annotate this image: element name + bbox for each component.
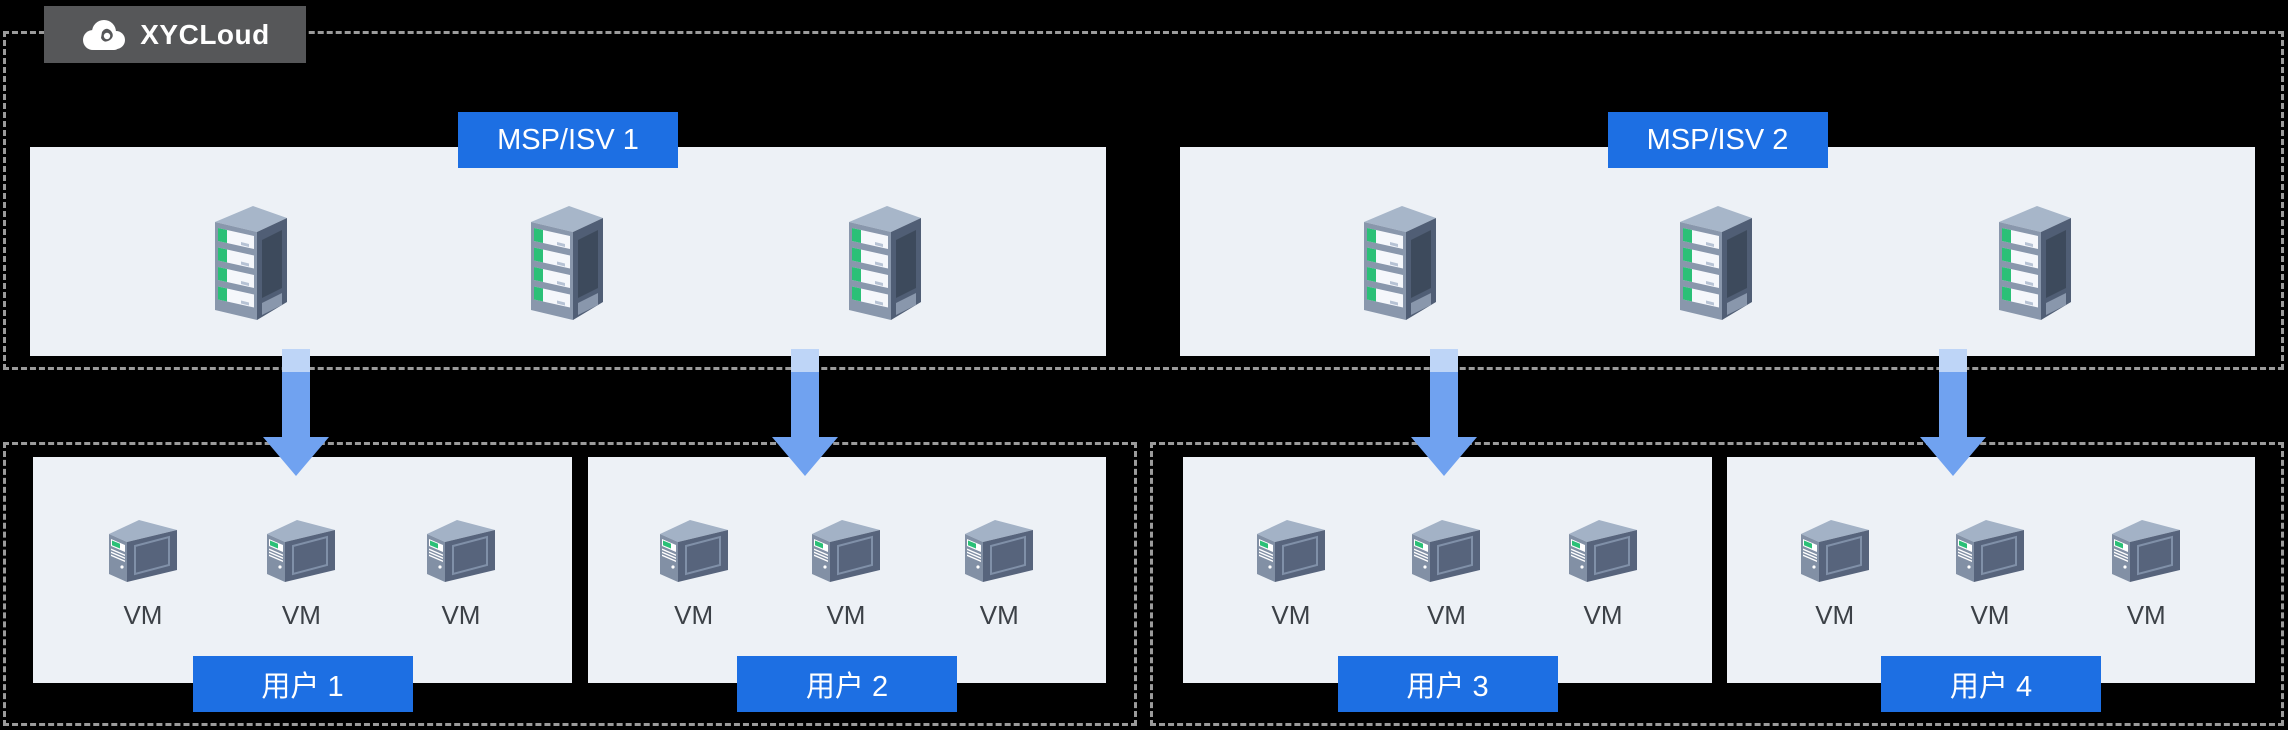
msp-isv-1-label: MSP/ISV 1 [458,112,678,168]
msp-isv-1-panel: MSP/ISV 1 [30,112,1106,356]
vm-label: VM [1271,600,1311,630]
vm-cube-icon [2112,520,2181,582]
vm-label: VM [1583,600,1623,630]
vm-label: VM [1815,600,1855,630]
vm-label: VM [826,600,866,630]
server-rack-icon [1680,206,1753,320]
vm-cube-icon [659,520,728,582]
server-rack-icon [214,206,287,320]
msp-isv-2-panel: MSP/ISV 2 [1180,112,2255,356]
down-arrow-icon [263,349,329,476]
brand-name: XYCLoud [140,18,270,50]
vm-cube-icon [1955,520,2024,582]
vm-cube-icon [108,520,177,582]
server-node [1672,202,1758,325]
vm-node: VM [1952,518,2028,628]
vm-node: VM [263,518,339,628]
server-node [523,202,609,325]
vm-node: VM [105,518,181,628]
vm-node: VM [1253,518,1329,628]
vm-label: VM [1970,600,2010,630]
user-zone-left-border [3,442,1137,726]
msp-isv-2-label: MSP/ISV 2 [1607,112,1828,168]
cloud-icon [83,19,126,50]
vm-node: VM [1797,518,1873,628]
vm-label: VM [441,600,481,630]
user-1-label: 用户 1 [192,656,413,712]
user-2-panel: 用户 2 VM VM VM [588,457,1106,712]
down-arrow-icon [1920,349,1986,476]
server-rack-icon [530,206,603,320]
vm-node: VM [1408,518,1484,628]
vm-node: VM [656,518,732,628]
vm-cube-icon [1256,520,1325,582]
user-4-label: 用户 4 [1881,656,2101,712]
vm-label: VM [979,600,1019,630]
vm-node: VM [1565,518,1641,628]
vm-cube-icon [1412,520,1481,582]
server-node [1991,202,2077,325]
vm-node: VM [423,518,499,628]
vm-cube-icon [1569,520,1638,582]
user-2-label: 用户 2 [737,656,957,712]
vm-label: VM [123,600,163,630]
server-rack-icon [1364,206,1437,320]
vm-cube-icon [1800,520,1869,582]
vm-label: VM [674,600,714,630]
down-arrow-icon [1411,349,1477,476]
vm-label: VM [1426,600,1466,630]
vm-cube-icon [267,520,336,582]
msp-zone-border [3,31,2284,370]
vm-cube-icon [426,520,495,582]
server-node [841,202,927,325]
vm-label: VM [281,600,321,630]
server-node [1356,202,1442,325]
vm-node: VM [961,518,1037,628]
user-zone-right-border [1150,442,2284,726]
server-rack-icon [849,206,922,320]
vm-node: VM [2108,518,2184,628]
user-3-panel: 用户 3 VM VM VM [1183,457,1712,712]
user-4-panel: 用户 4 VM VM VM [1727,457,2255,712]
down-arrow-icon [772,349,838,476]
brand-logo: XYCLoud [44,6,306,63]
vm-node: VM [808,518,884,628]
server-node [207,202,293,325]
vm-label: VM [2126,600,2166,630]
user-1-panel: 用户 1 VM VM VM [33,457,572,712]
user-3-label: 用户 3 [1337,656,1558,712]
vm-cube-icon [965,520,1034,582]
server-rack-icon [1998,206,2071,320]
vm-cube-icon [811,520,880,582]
